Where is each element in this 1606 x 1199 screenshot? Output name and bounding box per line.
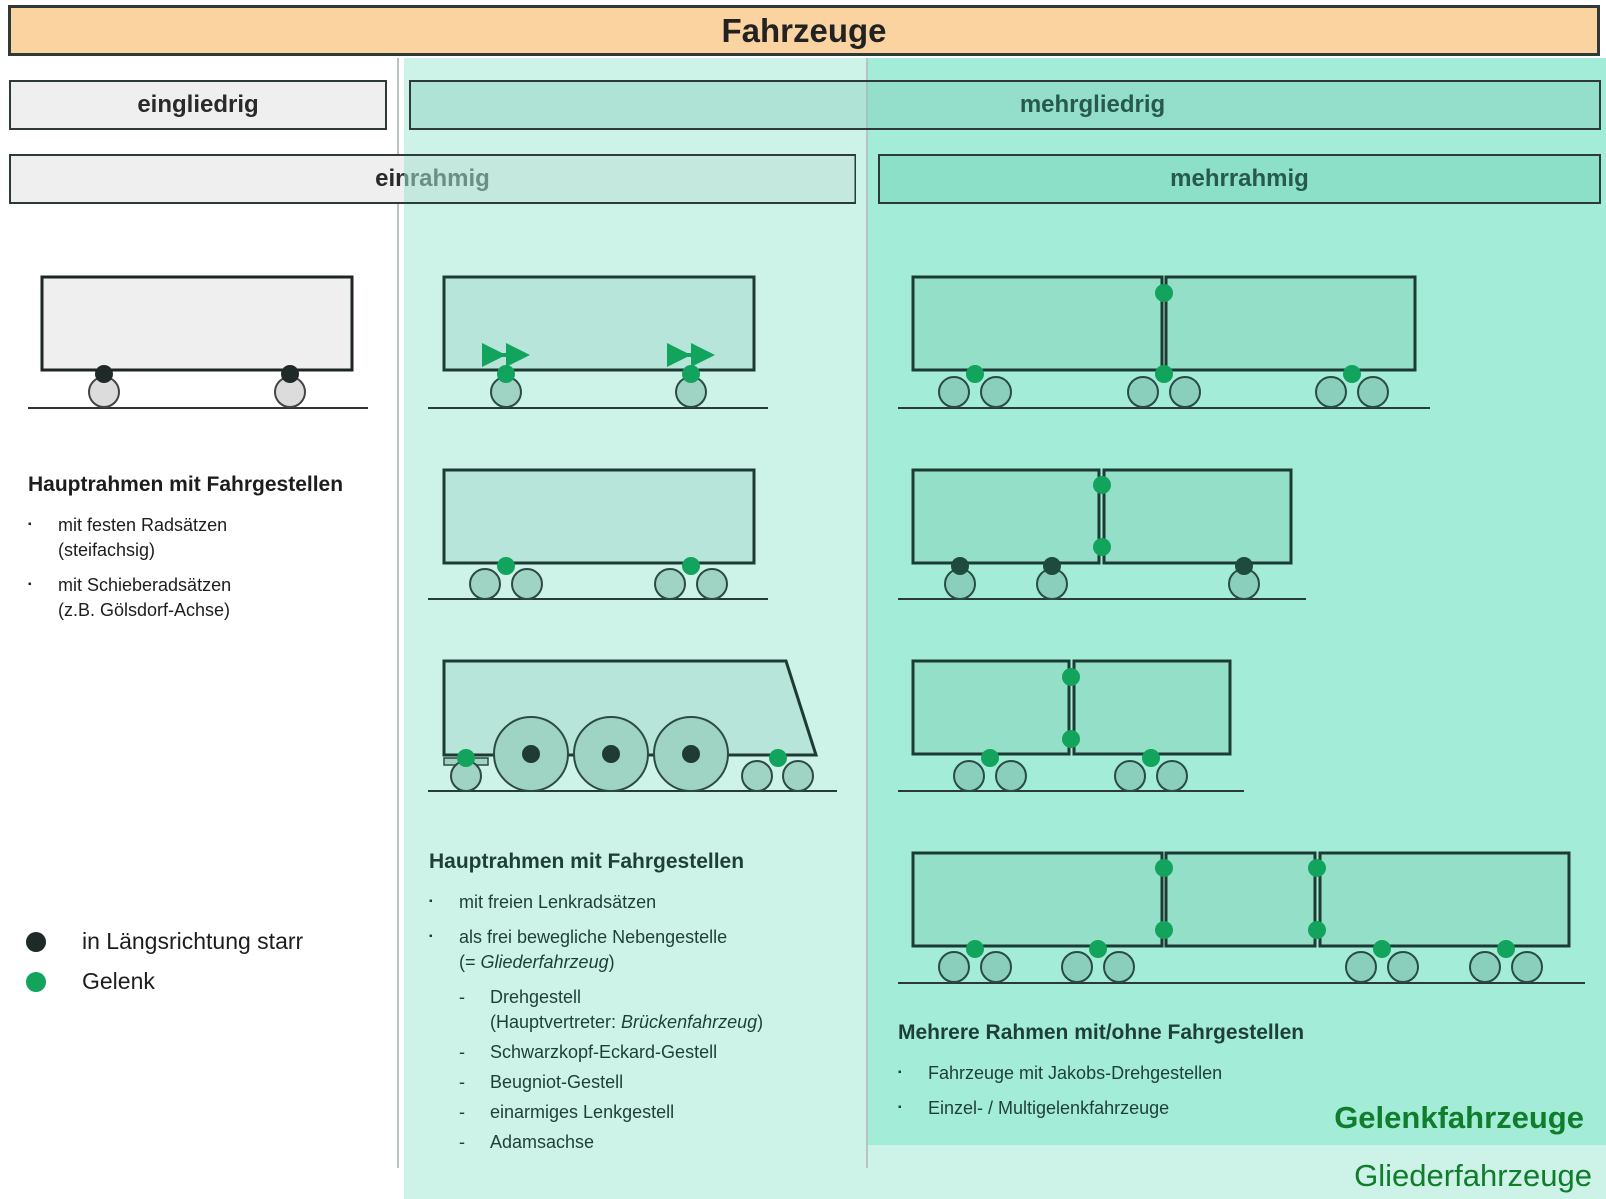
right-description: Mehrere Rahmen mit/ohne Fahrgestellen Fa… — [898, 1021, 1458, 1131]
vehicle-multigelenk-3 — [898, 851, 1585, 984]
vehicle-jakobs-2 — [898, 275, 1430, 409]
gelenkfahrzeuge-label: Gelenkfahrzeuge — [1334, 1100, 1584, 1135]
vehicle-lenkradsaetze — [428, 275, 768, 409]
left-item-1: mit festen Radsätzen (steifachsig) — [28, 512, 388, 563]
middle-heading: Hauptrahmen mit Fahrgestellen — [429, 850, 745, 873]
left-item-1-line2: (steifachsig) — [58, 540, 156, 560]
right-item-1: Fahrzeuge mit Jakobs-Drehgestellen — [898, 1060, 1458, 1086]
page-title: Fahrzeuge — [721, 11, 887, 49]
middle-sub-3: Beugniot-Gestell — [429, 1070, 859, 1095]
legend-rigid: in Längsrichtung starr — [26, 928, 303, 955]
middle-item-1: mit freien Lenkradsätzen — [429, 889, 859, 915]
title-bar: Fahrzeuge — [8, 5, 1600, 56]
middle-sub-1: Drehgestell (Hauptvertreter: Brückenfahr… — [429, 985, 859, 1035]
middle-sub-1-line1: Drehgestell — [490, 987, 582, 1007]
legend-rigid-label: in Längsrichtung starr — [82, 928, 304, 954]
middle-sub-1-em: Brückenfahrzeug — [621, 1012, 758, 1032]
band-mehrgliedrig: mehrgliedrig — [409, 80, 1601, 130]
middle-item-2-em: Gliederfahrzeug — [480, 952, 609, 972]
legend-joint-label: Gelenk — [82, 968, 155, 994]
left-item-2: mit Schieberadsätzen (z.B. Gölsdorf-Achs… — [28, 572, 388, 623]
divider-right — [866, 58, 868, 1168]
middle-sub-5: Adamsachse — [429, 1130, 859, 1155]
middle-item-2-prefix: (= — [459, 952, 481, 972]
green-dot-icon — [26, 971, 46, 992]
left-heading: Hauptrahmen mit Fahrgestellen — [28, 473, 344, 496]
band-mehrrahmig-label: mehrrahmig — [1170, 165, 1309, 192]
band-eingliedrig-label: eingliedrig — [137, 91, 259, 118]
legend-joint: Gelenk — [26, 968, 155, 995]
left-list: mit festen Radsätzen (steifachsig) mit S… — [28, 512, 388, 623]
middle-list: mit freien Lenkradsätzen als frei bewegl… — [429, 889, 859, 1155]
middle-sub-1-suffix: ) — [757, 1012, 764, 1032]
vehicle-gelenk-2 — [898, 468, 1306, 600]
middle-item-2-line1: als frei bewegliche Nebengestelle — [459, 927, 728, 947]
left-item-2-line1: mit Schieberadsätzen — [58, 575, 232, 595]
vehicle-gelenk-drehgestell — [898, 659, 1244, 792]
vehicle-eingliedrig — [28, 275, 368, 409]
left-item-2-line2: (z.B. Gölsdorf-Achse) — [58, 600, 231, 620]
left-item-1-line1: mit festen Radsätzen — [58, 515, 228, 535]
middle-item-2-suffix: ) — [608, 952, 615, 972]
band-mehrgliedrig-label: mehrgliedrig — [1019, 91, 1166, 118]
middle-sub-2: Schwarzkopf-Eckard-Gestell — [429, 1040, 859, 1065]
band-einrahmig-overlay — [404, 156, 855, 202]
divider-left — [397, 58, 399, 1168]
right-heading: Mehrere Rahmen mit/ohne Fahrgestellen — [898, 1021, 1305, 1044]
right-item-2: Einzel- / Multigelenkfahrzeuge — [898, 1095, 1458, 1121]
band-mehrrahmig: mehrrahmig — [878, 154, 1601, 204]
vehicle-drehgestell — [428, 468, 768, 600]
gliederfahrzeuge-label: Gliederfahrzeuge — [1354, 1158, 1592, 1193]
middle-sub-4: einarmiges Lenkgestell — [429, 1100, 859, 1125]
dark-dot-icon — [26, 931, 46, 952]
middle-sub-1-prefix: (Hauptvertreter: — [490, 1012, 622, 1032]
band-eingliedrig: eingliedrig — [9, 80, 387, 130]
right-list: Fahrzeuge mit Jakobs-Drehgestellen Einze… — [898, 1060, 1458, 1121]
left-description: Hauptrahmen mit Fahrgestellen mit festen… — [28, 473, 388, 633]
vehicle-lokomotive — [428, 659, 837, 792]
middle-description: Hauptrahmen mit Fahrgestellen mit freien… — [429, 850, 859, 1160]
middle-item-2: als frei bewegliche Nebengestelle (= Gli… — [429, 924, 859, 975]
